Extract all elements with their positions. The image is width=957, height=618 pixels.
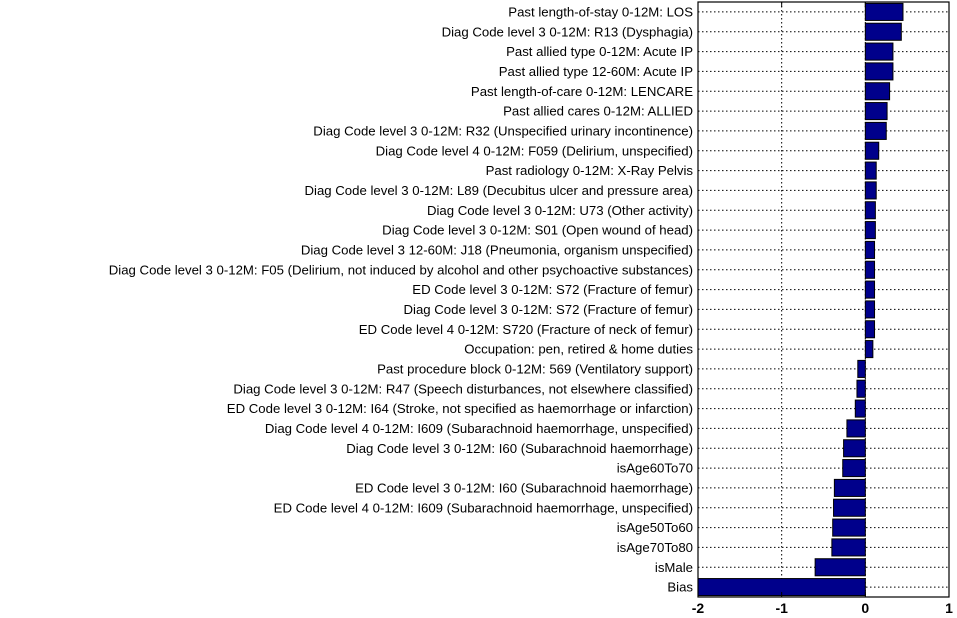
- category-label: Past allied type 12-60M: Acute IP: [499, 64, 693, 79]
- bar: [854, 399, 866, 418]
- x-tick-label: -2: [692, 600, 705, 616]
- plot-frame: [697, 1, 950, 598]
- bar: [864, 280, 876, 299]
- bar: [864, 141, 880, 160]
- category-label: Diag Code level 3 0-12M: S01 (Open wound…: [382, 223, 693, 238]
- bar: [864, 121, 887, 140]
- bar: [864, 300, 876, 319]
- category-label: isAge70To80: [617, 540, 693, 555]
- bar: [832, 518, 866, 537]
- category-label: ED Code level 3 0-12M: S72 (Fracture of …: [412, 282, 693, 297]
- category-label: Past procedure block 0-12M: 569 (Ventila…: [377, 361, 693, 376]
- x-tick-label: 1: [945, 600, 953, 616]
- bar: [864, 2, 904, 21]
- category-label: ED Code level 3 0-12M: I60 (Subarachnoid…: [355, 480, 693, 495]
- bar: [843, 439, 866, 458]
- category-label: Occupation: pen, retired & home duties: [464, 342, 693, 357]
- bar: [864, 181, 877, 200]
- bar: [864, 22, 902, 41]
- category-label: Past radiology 0-12M: X-Ray Pelvis: [486, 163, 694, 178]
- category-label: Diag Code level 3 12-60M: J18 (Pneumonia…: [301, 242, 693, 257]
- bar: [864, 221, 876, 240]
- category-label: isMale: [655, 560, 693, 575]
- bar: [864, 260, 876, 279]
- category-label: isAge60To70: [617, 461, 693, 476]
- category-label: Diag Code level 3 0-12M: L89 (Decubitus …: [304, 183, 693, 198]
- x-tick-label: 0: [861, 600, 869, 616]
- category-label: Past length-of-stay 0-12M: LOS: [508, 4, 693, 19]
- bar: [833, 498, 866, 517]
- category-label: ED Code level 4 0-12M: S720 (Fracture of…: [359, 322, 693, 337]
- bar: [864, 201, 876, 220]
- category-label: Diag Code level 3 0-12M: S72 (Fracture o…: [403, 302, 693, 317]
- category-label: isAge50To60: [617, 520, 693, 535]
- category-labels: Past length-of-stay 0-12M: LOS Diag Code …: [109, 4, 694, 594]
- category-label: Diag Code level 3 0-12M: F05 (Delirium, …: [109, 262, 693, 277]
- category-label: Diag Code level 3 0-12M: R32 (Unspecifie…: [313, 123, 693, 138]
- category-label: Diag Code level 3 0-12M: I60 (Subarachno…: [346, 441, 693, 456]
- bar: [864, 102, 888, 121]
- category-label: Past length-of-care 0-12M: LENCARE: [471, 84, 693, 99]
- bar: [831, 538, 866, 557]
- x-axis-ticks: -2 -1 0 1: [692, 2, 953, 616]
- bar: [864, 320, 876, 339]
- category-label: Diag Code level 3 0-12M: U73 (Other acti…: [427, 203, 693, 218]
- bar: [857, 359, 866, 378]
- category-label: Past allied cares 0-12M: ALLIED: [503, 104, 693, 119]
- category-label: ED Code level 4 0-12M: I609 (Subarachnoi…: [274, 500, 693, 515]
- bar: [856, 379, 866, 398]
- bar: [864, 62, 894, 81]
- bar: [864, 82, 891, 101]
- category-label: Diag Code level 4 0-12M: F059 (Delirium,…: [376, 143, 693, 158]
- category-label: Diag Code level 3 0-12M: R13 (Dysphagia): [442, 24, 693, 39]
- bar: [814, 558, 866, 577]
- bar: [864, 161, 877, 180]
- category-label: Diag Code level 4 0-12M: I609 (Subarachn…: [265, 421, 693, 436]
- bar: [864, 340, 874, 359]
- category-label: Bias: [667, 580, 693, 595]
- x-tick-label: -1: [775, 600, 788, 616]
- bar: [846, 419, 866, 438]
- bar: [864, 240, 876, 259]
- grid-lines: [697, 2, 950, 597]
- bar: [842, 459, 866, 478]
- category-label: Past allied type 0-12M: Acute IP: [506, 44, 693, 59]
- bar: [833, 478, 866, 497]
- category-label: ED Code level 3 0-12M: I64 (Stroke, not …: [227, 401, 693, 416]
- bars: [697, 2, 904, 597]
- bar: [864, 42, 894, 61]
- category-label: Diag Code level 3 0-12M: R47 (Speech dis…: [233, 381, 693, 396]
